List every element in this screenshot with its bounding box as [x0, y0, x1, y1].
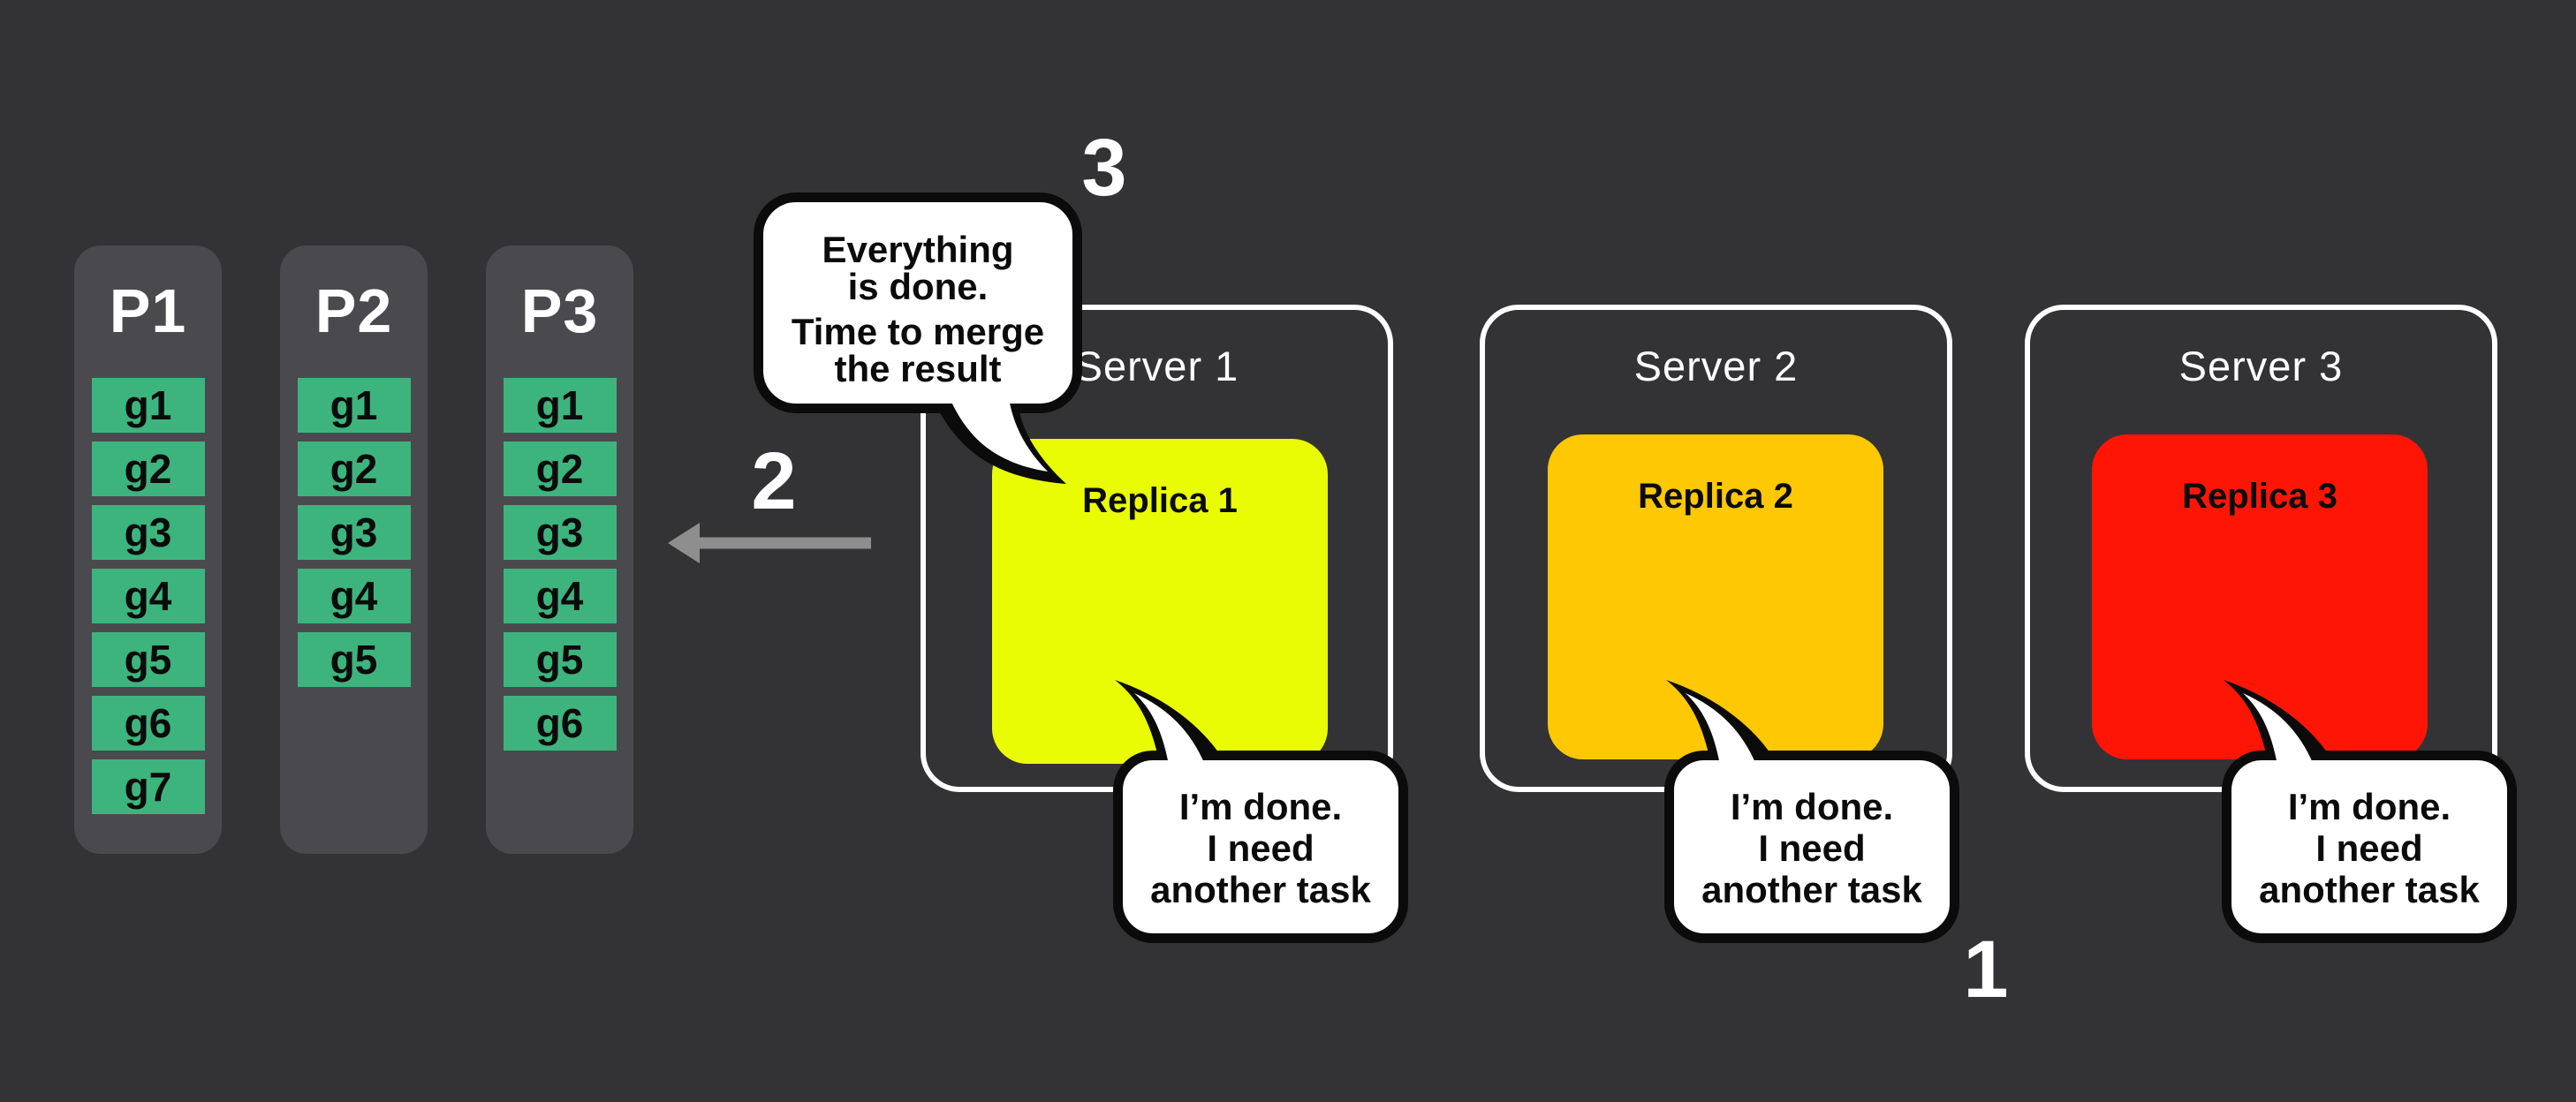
- task-chip: g3: [91, 505, 205, 560]
- server-1-box: Server 1: [921, 305, 1393, 792]
- bubble-line: I’m done.: [2287, 786, 2451, 827]
- replica-label: Replica 3: [2182, 477, 2337, 516]
- server-title: Server 1: [1074, 343, 1239, 389]
- task-chip: g2: [503, 442, 617, 496]
- task-chip: g5: [91, 632, 205, 687]
- task-chip: g3: [297, 505, 411, 560]
- task-list: g1 g2 g3 g4 g5: [280, 378, 428, 687]
- bubble-line: Time to merge: [791, 311, 1045, 352]
- partition-p3: P3 g1 g2 g3 g4 g5 g6: [486, 245, 633, 854]
- task-chip: g1: [503, 378, 617, 433]
- task-chip: g4: [91, 569, 205, 623]
- task-chip: g2: [297, 442, 411, 496]
- bubble-line: another task: [1701, 869, 1922, 910]
- bubble-line: the result: [834, 348, 1002, 389]
- task-chip: g5: [503, 632, 617, 687]
- bubble-line: I need: [2315, 827, 2423, 869]
- server-title: Server 2: [1633, 343, 1799, 389]
- bubble-line: another task: [1150, 869, 1371, 910]
- replica-label: Replica 1: [1082, 481, 1238, 520]
- task-list: g1 g2 g3 g4 g5 g6: [486, 378, 633, 751]
- merge-speech-bubble: Everything is done. Time to merge the re…: [754, 192, 1082, 413]
- step-2-label: 2: [751, 436, 797, 526]
- replica-1: Replica 1: [992, 439, 1328, 764]
- task-chip: g3: [503, 505, 617, 560]
- bubble-line: I need: [1758, 827, 1866, 869]
- task-chip: g1: [91, 378, 205, 433]
- done-speech-bubble-3: I’m done. I need another task: [2222, 751, 2517, 943]
- partition-p2: P2 g1 g2 g3 g4 g5: [280, 245, 428, 854]
- bubble-line: Everything: [822, 229, 1014, 270]
- task-chip: g7: [91, 759, 205, 814]
- bubble-line: is done.: [847, 266, 989, 307]
- task-chip: g6: [91, 696, 205, 751]
- bubble-line: I need: [1207, 827, 1315, 869]
- partition-title: P1: [109, 276, 187, 345]
- task-chip: g6: [503, 696, 617, 751]
- partition-title: P3: [520, 276, 599, 345]
- replica-2: Replica 2: [1548, 434, 1883, 759]
- partition-title: P2: [314, 276, 393, 345]
- task-list: g1 g2 g3 g4 g5 g6 g7: [74, 378, 222, 814]
- replica-label: Replica 2: [1638, 477, 1793, 516]
- done-speech-bubble-1: I’m done. I need another task: [1113, 751, 1408, 943]
- bubble-line: I’m done.: [1178, 786, 1343, 827]
- task-chip: g5: [297, 632, 411, 687]
- bubble-line: I’m done.: [1730, 786, 1894, 827]
- bubble-line: another task: [2259, 869, 2480, 910]
- replica-3: Replica 3: [2092, 434, 2428, 759]
- step-1-label: 1: [1963, 925, 2009, 1015]
- step-3-label: 3: [1081, 123, 1127, 213]
- server-title: Server 3: [2178, 343, 2344, 389]
- done-speech-bubble-2: I’m done. I need another task: [1664, 751, 1959, 943]
- task-chip: g1: [297, 378, 411, 433]
- partition-p1: P1 g1 g2 g3 g4 g5 g6 g7: [74, 245, 222, 854]
- task-chip: g4: [503, 569, 617, 623]
- task-chip: g4: [297, 569, 411, 623]
- task-chip: g2: [91, 442, 205, 496]
